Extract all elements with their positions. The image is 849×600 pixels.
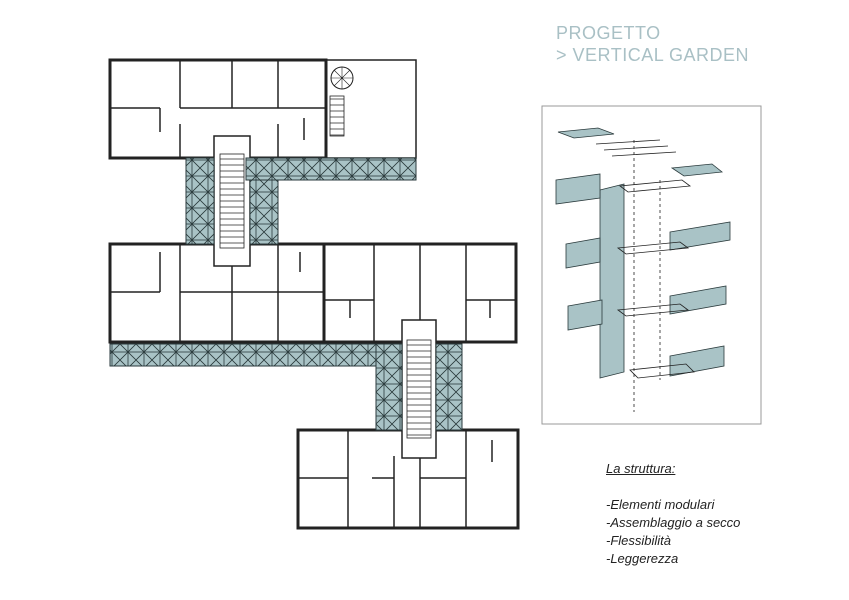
exploded-structure-diagram <box>541 105 762 425</box>
planter-right-3 <box>669 345 725 377</box>
note-item: -Elementi modulari <box>606 497 715 512</box>
project-label: PROGETTO <box>556 23 661 43</box>
truss-frame-3 <box>616 303 690 317</box>
planter-right-1 <box>669 221 731 251</box>
central-vertical-panel <box>599 183 625 379</box>
truss-frame-4 <box>629 363 695 379</box>
vertical-garden-modules <box>109 157 463 431</box>
note-item: -Assemblaggio a secco <box>606 515 741 530</box>
floor-plan <box>108 58 520 530</box>
top-panel-right <box>670 163 724 177</box>
top-truss <box>595 139 677 157</box>
top-block <box>108 58 417 160</box>
structure-notes: La struttura: -Elementi modulari -Assemb… <box>606 460 740 568</box>
truss-frame-2 <box>616 241 690 255</box>
planter-left-2 <box>565 237 601 269</box>
notes-heading: La struttura: <box>606 461 676 476</box>
note-item: -Leggerezza <box>606 551 679 566</box>
truss-frame-1 <box>618 179 692 193</box>
top-panel-left <box>557 127 615 139</box>
note-item: -Flessibilità <box>606 533 672 548</box>
planter-left-1 <box>555 173 601 205</box>
stair-core-bottom <box>401 319 437 459</box>
project-title: > VERTICAL GARDEN <box>556 45 750 65</box>
stair-core-top <box>213 135 251 267</box>
planter-left-3 <box>567 299 603 331</box>
